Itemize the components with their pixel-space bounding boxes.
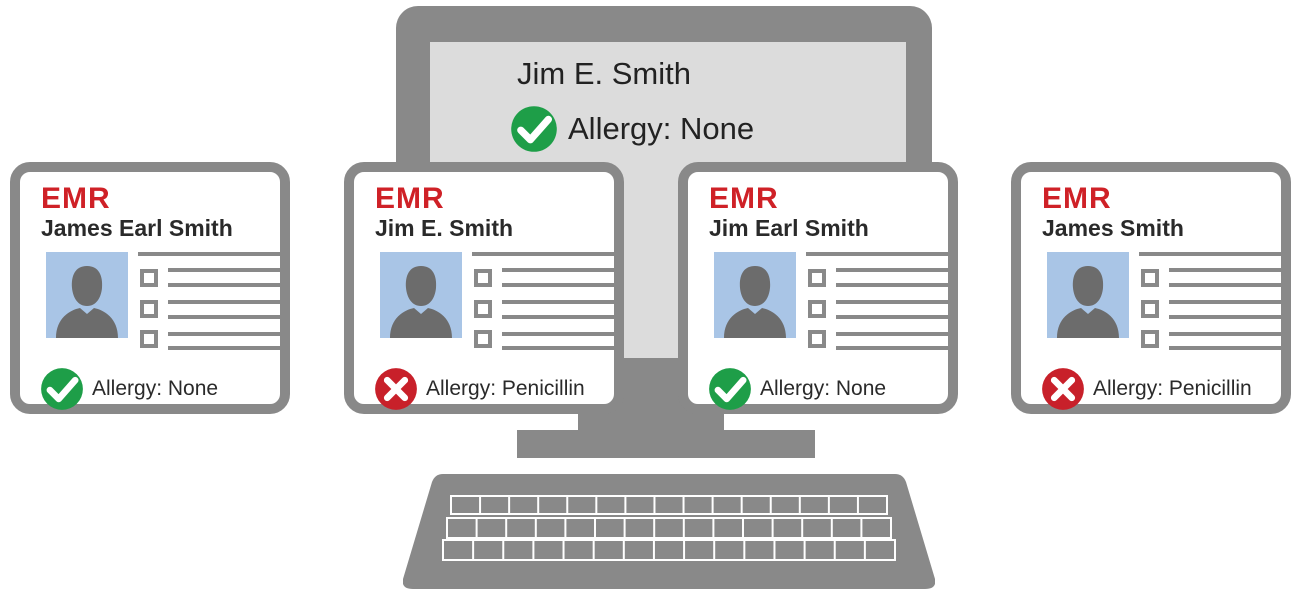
- emr-card: EMR Jim E. Smith Allergy: Penicillin: [344, 162, 624, 414]
- screen-allergy-status: Allergy: None: [510, 105, 754, 153]
- record-lines: [472, 252, 620, 350]
- screen-patient-name: Jim E. Smith: [517, 56, 691, 91]
- emr-logo: EMR: [709, 182, 779, 215]
- monitor-base: [517, 430, 815, 458]
- record-lines: [1139, 252, 1287, 350]
- allergy-status: Allergy: None: [40, 367, 218, 411]
- emr-logo: EMR: [41, 182, 111, 215]
- allergy-text: Allergy: None: [760, 377, 887, 400]
- record-lines: [806, 252, 954, 350]
- emr-card: EMR Jim Earl Smith Allergy: None: [678, 162, 958, 414]
- key-row: [450, 495, 888, 515]
- check-icon: [511, 106, 557, 152]
- emr-card: EMR James Smith Allergy: Penicillin: [1011, 162, 1291, 414]
- patient-name: James Smith: [1042, 215, 1184, 241]
- emr-card: EMR James Earl Smith Allergy: None: [10, 162, 290, 414]
- emr-logo: EMR: [1042, 182, 1112, 215]
- screen-allergy-text: Allergy: None: [568, 111, 755, 146]
- check-icon: [41, 368, 83, 410]
- patient-name: Jim Earl Smith: [709, 215, 869, 241]
- allergy-text: Allergy: Penicillin: [1093, 377, 1252, 400]
- check-icon: [709, 368, 751, 410]
- key-row: [442, 539, 896, 561]
- allergy-status: Allergy: Penicillin: [374, 367, 585, 411]
- avatar: [714, 252, 796, 338]
- key-row: [446, 517, 892, 539]
- avatar: [380, 252, 462, 338]
- avatar: [46, 252, 128, 338]
- patient-name: James Earl Smith: [41, 215, 233, 241]
- cross-icon: [1042, 368, 1084, 410]
- patient-name: Jim E. Smith: [375, 215, 514, 241]
- keyboard: [403, 474, 935, 589]
- allergy-status: Allergy: Penicillin: [1041, 367, 1252, 411]
- record-lines: [138, 252, 286, 350]
- avatar: [1047, 252, 1129, 338]
- emr-logo: EMR: [375, 182, 445, 215]
- allergy-status: Allergy: None: [708, 367, 886, 411]
- allergy-text: Allergy: Penicillin: [426, 377, 585, 400]
- cross-icon: [375, 368, 417, 410]
- allergy-text: Allergy: None: [92, 377, 219, 400]
